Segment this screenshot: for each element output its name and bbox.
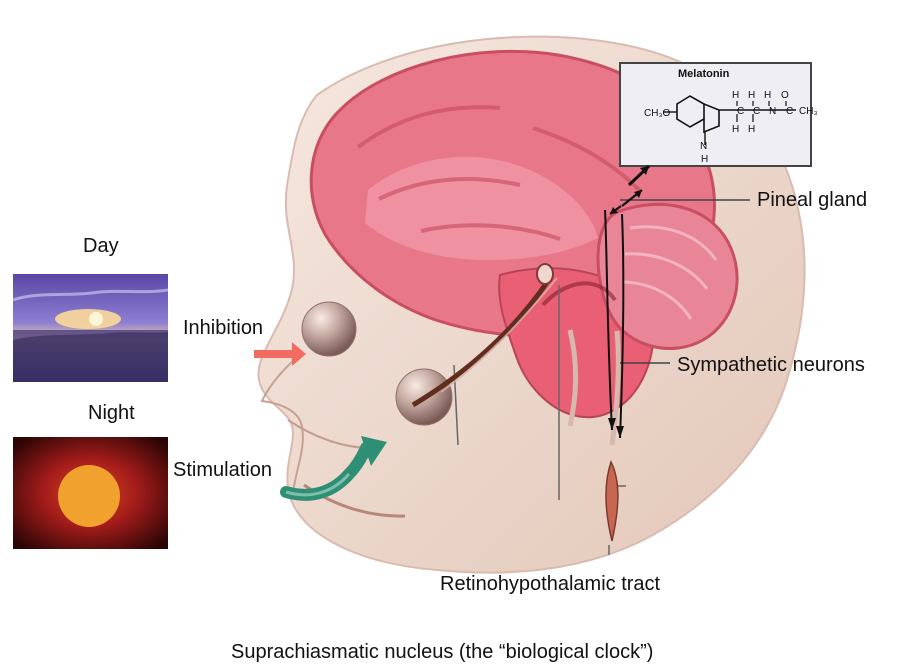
svg-text:CH₃O: CH₃O: [644, 108, 671, 119]
svg-text:N: N: [769, 106, 776, 117]
stimulation-label: Stimulation: [173, 460, 272, 480]
melatonin-title: Melatonin: [678, 68, 729, 80]
svg-text:H: H: [764, 90, 771, 101]
night-photo: [13, 437, 168, 549]
pineal-gland-label: Pineal gland: [757, 190, 867, 210]
svg-text:H: H: [748, 124, 755, 135]
svg-text:O: O: [781, 90, 789, 101]
night-title: Night: [88, 403, 135, 423]
svg-text:N: N: [700, 141, 707, 152]
svg-text:C: C: [786, 106, 793, 117]
suprachiasmatic-nucleus-label: Suprachiasmatic nucleus (the “biological…: [231, 642, 653, 662]
day-title: Day: [83, 236, 119, 256]
day-photo: [13, 274, 168, 382]
retinohypothalamic-tract-label: Retinohypothalamic tract: [440, 574, 660, 594]
sun-icon: [58, 465, 120, 527]
svg-text:H: H: [748, 90, 755, 101]
svg-text:C: C: [737, 106, 744, 117]
svg-text:H: H: [732, 124, 739, 135]
svg-text:C: C: [753, 106, 760, 117]
svg-text:H: H: [732, 90, 739, 101]
svg-text:H: H: [701, 154, 708, 165]
eye-upper-icon: [302, 302, 356, 356]
inhibition-label: Inhibition: [183, 318, 263, 338]
svg-text:CH₃: CH₃: [799, 106, 818, 117]
sympathetic-neurons-label: Sympathetic neurons: [677, 355, 865, 375]
